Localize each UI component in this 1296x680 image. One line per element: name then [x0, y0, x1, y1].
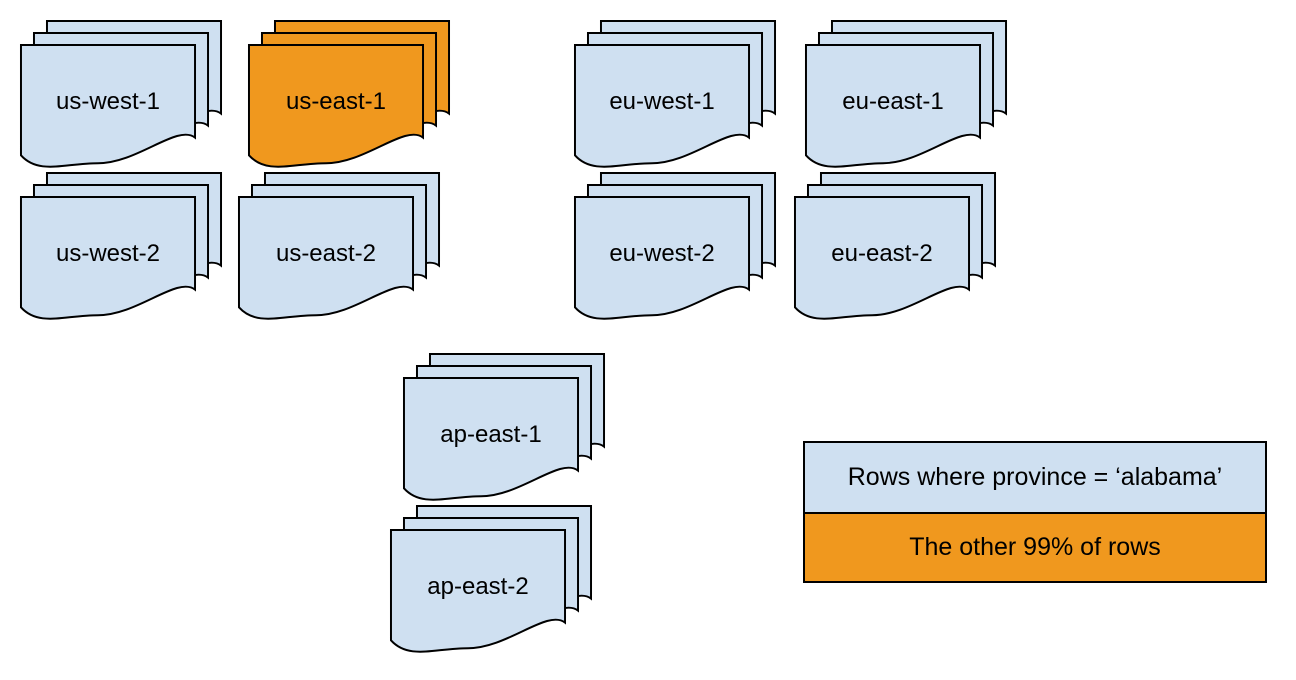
region-label: eu-east-1	[842, 88, 944, 115]
legend: Rows where province = ‘alabama’ The othe…	[803, 441, 1267, 583]
region-stack-eu-west-2: eu-west-2	[573, 171, 779, 331]
region-label: us-east-2	[275, 240, 377, 267]
region-label: eu-west-2	[609, 240, 715, 267]
region-stack-us-west-2: us-west-2	[19, 171, 225, 331]
region-label: us-west-2	[55, 240, 161, 267]
region-label: ap-east-1	[440, 421, 542, 448]
region-stack-us-east-1: us-east-1	[247, 19, 453, 179]
region-stack-eu-east-2: eu-east-2	[793, 171, 999, 331]
region-label: eu-east-2	[831, 240, 933, 267]
legend-row-alabama-rows: Rows where province = ‘alabama’	[805, 443, 1265, 512]
legend-row-other-rows: The other 99% of rows	[805, 512, 1265, 581]
legend-label-alabama-rows: Rows where province = ‘alabama’	[847, 463, 1223, 491]
region-label: ap-east-2	[427, 573, 529, 600]
region-stack-eu-west-1: eu-west-1	[573, 19, 779, 179]
region-stack-us-east-2: us-east-2	[237, 171, 443, 331]
region-label: us-east-1	[285, 88, 387, 115]
region-stack-ap-east-2: ap-east-2	[389, 504, 595, 664]
legend-label-other-rows: The other 99% of rows	[909, 533, 1161, 561]
region-stack-ap-east-1: ap-east-1	[402, 352, 608, 512]
region-stack-us-west-1: us-west-1	[19, 19, 225, 179]
region-stack-eu-east-1: eu-east-1	[804, 19, 1010, 179]
region-label: us-west-1	[55, 88, 161, 115]
region-label: eu-west-1	[609, 88, 715, 115]
